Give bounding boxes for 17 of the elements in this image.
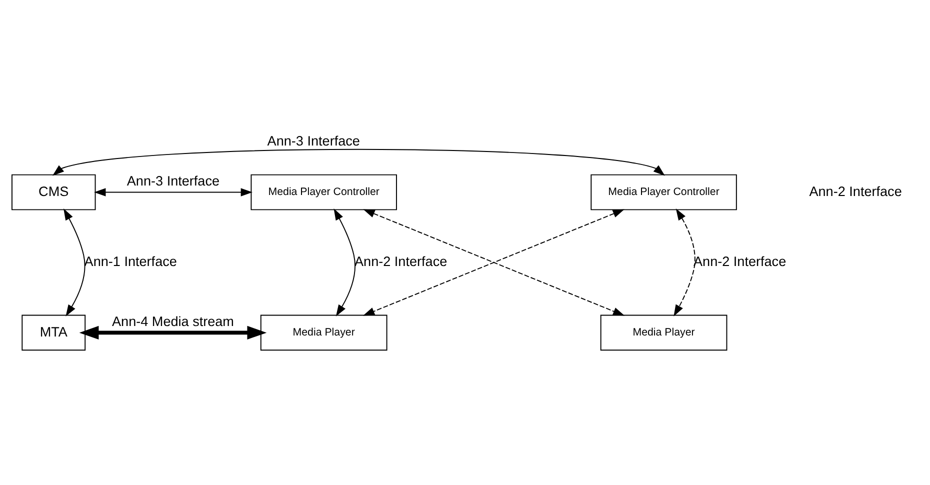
arrow: [79, 326, 267, 340]
node-box: MTA: [22, 314, 86, 351]
edge-label: Ann-4 Media stream: [112, 314, 234, 330]
node-box: Media Player Controller: [590, 174, 737, 210]
arrow: [334, 208, 356, 316]
arrow: [94, 188, 252, 196]
edge-label: Ann-3 Interface: [267, 134, 360, 149]
node-box: Media Player Controller: [250, 174, 397, 210]
node-box: Media Player: [600, 314, 728, 351]
arrow: [674, 208, 696, 316]
label: Ann-2 Interface: [809, 184, 902, 199]
node-box: CMS: [12, 174, 96, 210]
arrow: [52, 148, 665, 176]
edge-label: Ann-2 Interface: [693, 254, 786, 270]
node-box: Media Player: [260, 314, 388, 351]
edge-label: Ann-3 Interface: [126, 174, 220, 189]
arrow: [64, 208, 86, 316]
